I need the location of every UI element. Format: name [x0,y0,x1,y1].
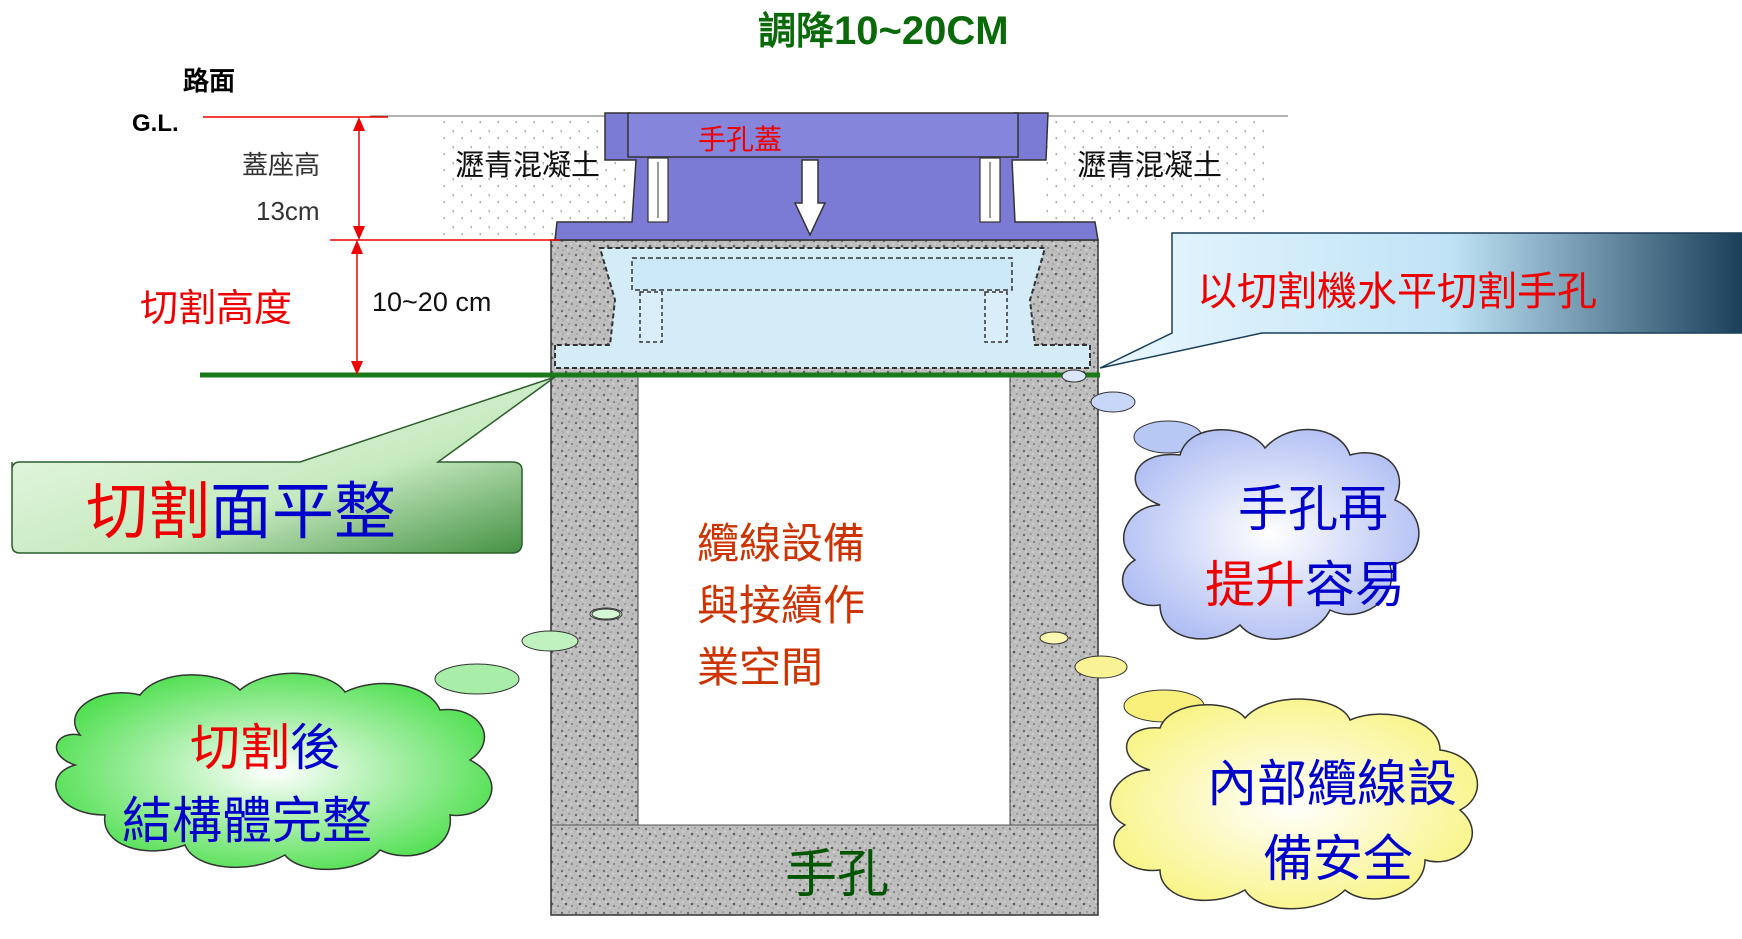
lowered-cover-leg-left [639,291,663,343]
center-text-line1: 纜線設備 [697,519,865,568]
asphalt-left-region [440,118,625,240]
title: 調降10~20CM [758,8,1009,53]
cut-height-label: 切割高度 [140,286,292,330]
down-arrow-icon [793,159,827,237]
lowered-cover-leg-right [984,291,1008,343]
cloud-left-bottom: 切割後 結構體完整 [55,607,623,871]
cut-height-dimension [351,240,363,375]
asphalt-right-label: 瀝青混凝土 [1077,148,1222,182]
left-callout-text: 切割面平整 [86,475,396,548]
gl-label: G.L. [132,110,179,137]
right-callout-text: 以切割機水平切割手孔 [1197,269,1597,315]
cloud-right-bottom-line2: 備安全 [1263,830,1413,888]
seat-height-dimension [353,117,365,240]
center-text-line2: 與接續作 [697,581,865,630]
cloud-right-bottom-line1: 內部纜線設 [1207,755,1457,813]
handhole-cover-assembly [554,112,1099,241]
cut-height-value: 10~20 cm [372,287,491,317]
cloud-left-bottom-line1: 切割後 [190,719,340,777]
left-callout: 切割面平整 [11,376,556,554]
center-text-block: 纜線設備 與接續作 業空間 [697,519,865,692]
center-text-line3: 業空間 [697,643,823,692]
lowered-cover-plate [631,257,1013,291]
road-label: 路面 [183,66,235,96]
cloud-right-top-line1: 手孔再 [1238,480,1388,538]
seat-height-value: 13cm [256,196,320,226]
bubble-small-left [591,608,621,620]
cover-label: 手孔蓋 [698,123,782,156]
cloud-left-bottom-line2: 結構體完整 [122,792,372,850]
seat-height-label: 蓋座高 [242,150,320,180]
cloud-right-bottom: 內部纜線設 備安全 [1039,631,1479,910]
cloud-right-top: 手孔再 提升容易 [1061,369,1420,640]
cloud-right-top-line2: 提升容易 [1205,556,1405,614]
asphalt-left-label: 瀝青混凝土 [455,148,600,182]
right-callout: 以切割機水平切割手孔 [1099,232,1742,369]
asphalt-right-region [1040,118,1270,226]
handhole-bottom-label: 手孔 [785,845,889,905]
